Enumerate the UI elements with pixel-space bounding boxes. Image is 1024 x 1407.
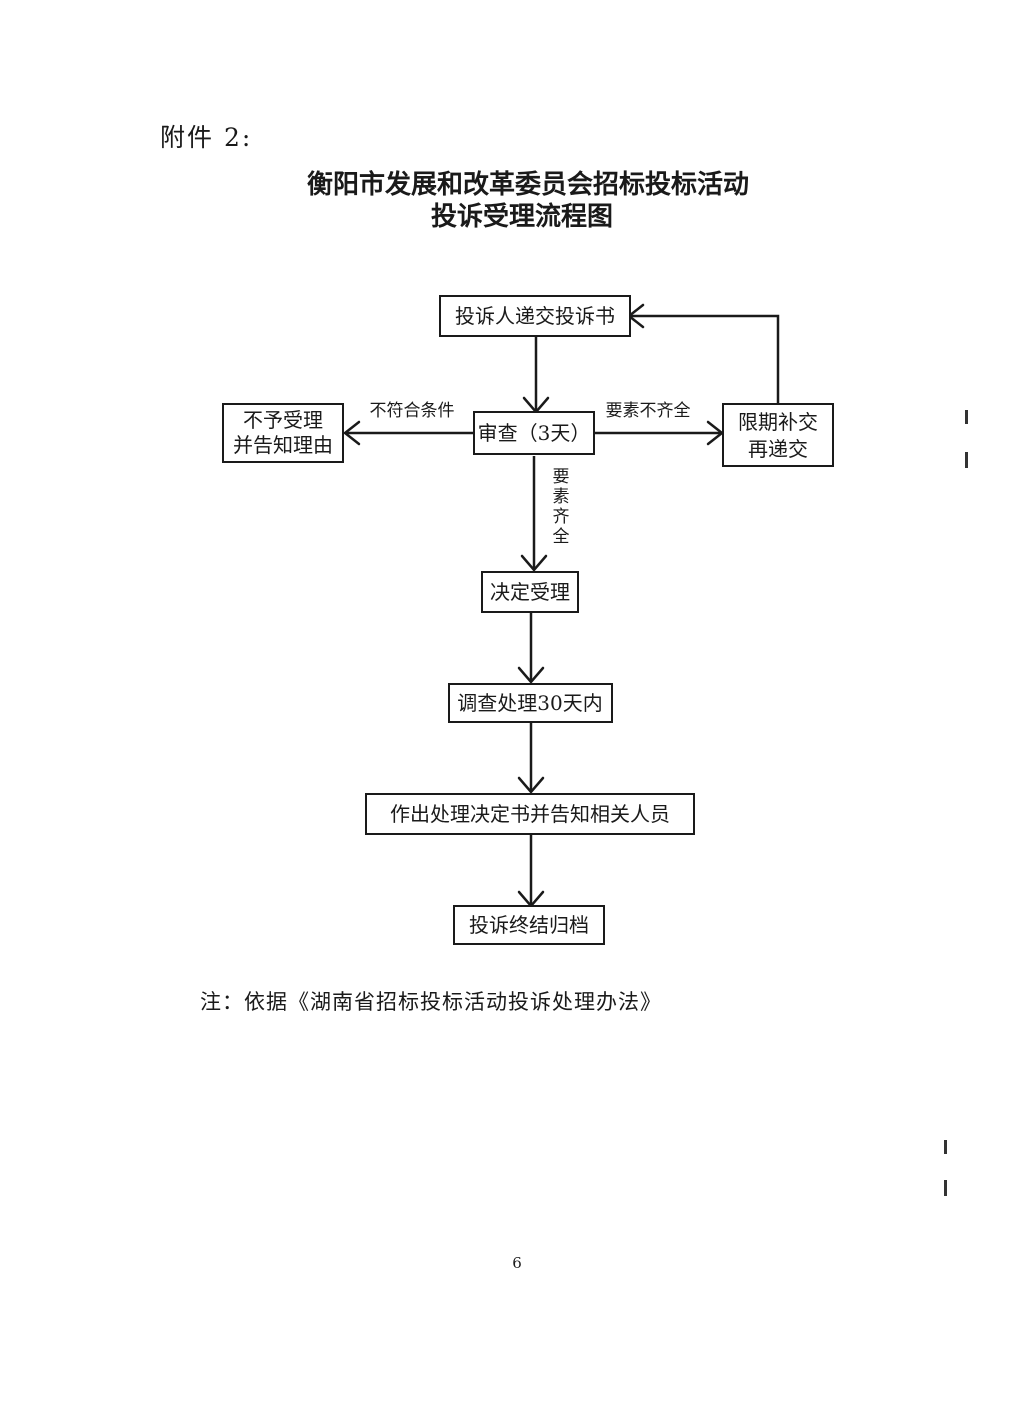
edge-label-complete-char: 素 bbox=[553, 487, 570, 507]
edge-label-complete-char: 齐 bbox=[553, 507, 570, 527]
arrowhead-reject bbox=[342, 420, 361, 446]
node-archive-label: 投诉终结归档 bbox=[469, 913, 589, 937]
arrowhead-investigate bbox=[517, 666, 545, 684]
node-resubmit-label-2: 再递交 bbox=[748, 437, 808, 461]
arrowhead-accept bbox=[520, 554, 548, 572]
node-review-label: 审查（3天） bbox=[478, 421, 591, 445]
page-number: 6 bbox=[512, 1254, 522, 1272]
node-decision: 作出处理决定书并告知相关人员 bbox=[365, 793, 695, 835]
node-reject-label-1: 不予受理 bbox=[243, 408, 323, 432]
scan-mark bbox=[944, 1140, 947, 1154]
attachment-label: 附件 2: bbox=[160, 123, 253, 152]
edge-label-complete-char: 要 bbox=[553, 467, 570, 487]
node-resubmit: 限期补交 再递交 bbox=[722, 403, 834, 467]
scan-mark bbox=[965, 410, 968, 424]
node-review: 审查（3天） bbox=[473, 411, 595, 455]
edge-label-incomplete: 要素不齐全 bbox=[606, 401, 691, 421]
node-reject: 不予受理 并告知理由 bbox=[222, 403, 344, 463]
node-investigate-label: 调查处理30天内 bbox=[457, 691, 602, 715]
edge-label-complete: 要 素 齐 全 bbox=[553, 467, 570, 547]
node-submit: 投诉人递交投诉书 bbox=[439, 295, 631, 337]
node-reject-label-2: 并告知理由 bbox=[233, 433, 333, 457]
node-accept-label: 决定受理 bbox=[490, 580, 570, 604]
edge-label-complete-char: 全 bbox=[553, 527, 570, 547]
node-archive: 投诉终结归档 bbox=[453, 905, 605, 945]
node-submit-label: 投诉人递交投诉书 bbox=[455, 304, 615, 328]
edge-resubmit-loop bbox=[630, 314, 780, 404]
title-line-2: 投诉受理流程图 bbox=[430, 202, 613, 232]
edge-label-not-eligible: 不符合条件 bbox=[370, 401, 455, 421]
node-decision-label: 作出处理决定书并告知相关人员 bbox=[390, 802, 670, 826]
node-resubmit-label-1: 限期补交 bbox=[738, 410, 818, 434]
arrowhead-decision bbox=[517, 776, 545, 794]
title-line-1: 衡阳市发展和改革委员会招标投标活动 bbox=[306, 170, 749, 200]
node-accept: 决定受理 bbox=[481, 571, 579, 613]
scan-mark bbox=[944, 1180, 947, 1196]
note: 注：依据《湖南省招标投标活动投诉处理办法》 bbox=[200, 990, 662, 1014]
scan-mark bbox=[965, 452, 968, 468]
node-investigate: 调查处理30天内 bbox=[448, 683, 613, 723]
